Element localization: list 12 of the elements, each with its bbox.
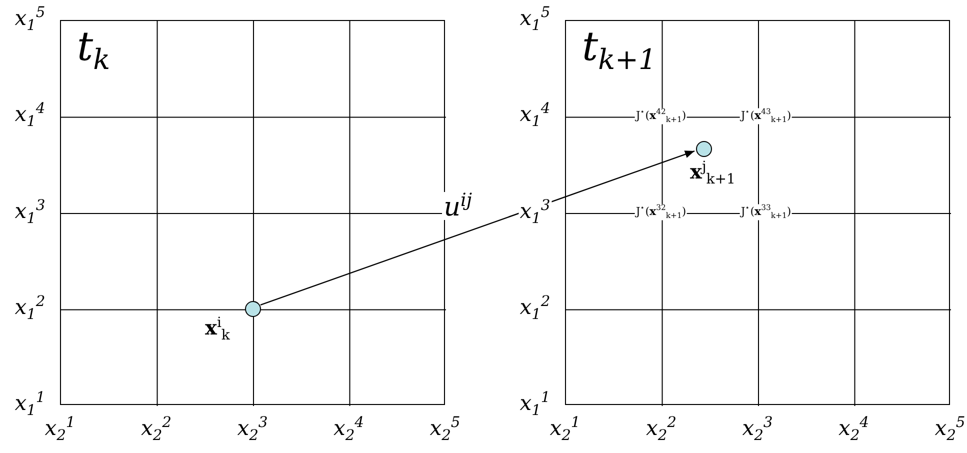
arrow	[260, 150, 695, 306]
state-point	[696, 141, 712, 157]
panel-title: t$_{k}$	[77, 27, 110, 74]
edge-label: u$^{ij}$	[442, 192, 474, 220]
value-label: J$^{⋆}$(x$^{33}$$_{k+1}$)	[740, 204, 792, 220]
state-point	[245, 301, 261, 317]
grid-panel	[60, 20, 445, 405]
grid-panel	[565, 20, 950, 405]
value-label: J$^{⋆}$(x$^{42}$$_{k+1}$)	[634, 108, 688, 124]
value-label: J$^{⋆}$(x$^{43}$$_{k+1}$)	[740, 108, 792, 124]
value-label: J$^{⋆}$(x$^{32}$$_{k+1}$)	[634, 204, 688, 220]
panel-title: t$_{k+1}$	[582, 27, 656, 74]
